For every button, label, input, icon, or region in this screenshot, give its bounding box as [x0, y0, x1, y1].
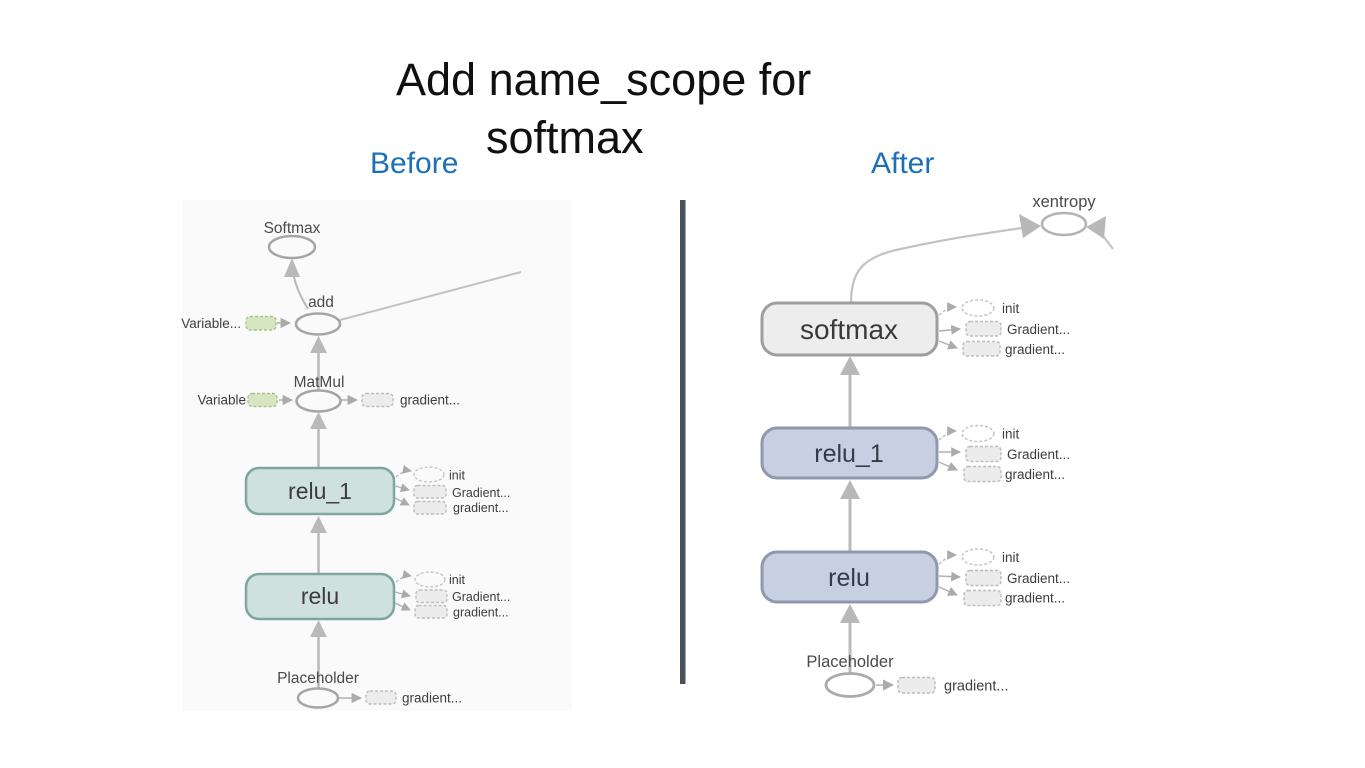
before-relu-label: relu	[301, 583, 339, 609]
before-relu-node	[244, 572, 396, 621]
after-relu1-gradient-node	[963, 465, 1002, 483]
after-relu1-gradient-label: gradient...	[1005, 467, 1065, 482]
after-relu-gradient-node	[963, 589, 1002, 607]
before-relu-gradient-label: gradient...	[453, 606, 509, 620]
before-softmax-label: Softmax	[264, 220, 321, 237]
before-matmul-label: MatMul	[294, 374, 345, 391]
after-placeholder-ellipse	[824, 672, 876, 698]
edge-relu-gradient	[394, 602, 411, 611]
before-panel-background	[183, 200, 572, 711]
arrowhead-relu-to-relu1	[840, 480, 860, 499]
after-relu1-label: relu_1	[814, 440, 884, 468]
after-relu1-gradientcap-label: Gradient...	[1007, 447, 1070, 462]
after-relu-gradientcap-label: Gradient...	[1007, 571, 1070, 586]
before-variable1-node	[245, 315, 277, 331]
before-relu1-init-ellipse	[413, 466, 445, 483]
arrowhead-matmul-to-add	[310, 336, 327, 353]
edge-relu1-gradient	[938, 461, 958, 471]
arrowhead-relu1-to-softmax	[840, 356, 860, 375]
before-relu-gradient-node	[414, 604, 448, 619]
after-relu1-node	[760, 426, 939, 480]
after-relu-label: relu	[828, 564, 870, 592]
edge-add-to-offscreen	[339, 271, 522, 321]
before-relu1-label: relu_1	[288, 478, 352, 504]
after-softmax-gradientcap-label: Gradient...	[1007, 322, 1070, 337]
slide-title-line2: softmax	[486, 112, 644, 163]
before-relu1-init-label: init	[449, 469, 466, 483]
after-relu1-init-label: init	[1002, 427, 1020, 442]
before-graph: Softmax add Variable... MatMul Variable …	[181, 200, 572, 711]
after-relu-init-ellipse	[961, 548, 995, 566]
slide-title-line1: Add name_scope for	[396, 54, 812, 105]
after-xentropy-label: xentropy	[1032, 193, 1096, 211]
edge-softmax-gradient	[938, 340, 958, 350]
before-placeholder-label: Placeholder	[277, 670, 359, 687]
before-relu1-gradientcap-label: Gradient...	[452, 486, 510, 500]
after-relu1-init-ellipse	[961, 424, 995, 443]
after-relu-node	[760, 550, 939, 604]
before-relu1-gradient-label: gradient...	[453, 501, 509, 515]
edge-relu-gradient	[938, 586, 958, 596]
before-relu-init-label: init	[449, 573, 466, 587]
before-placeholder-gradient-node	[365, 690, 397, 705]
arrowhead-placeholder-to-relu	[310, 620, 327, 637]
before-relu1-node	[244, 466, 396, 516]
before-matmul-ellipse	[295, 389, 342, 413]
before-placeholder-ellipse	[296, 687, 340, 709]
arrowhead-right-to-xentropy	[1086, 216, 1106, 239]
before-add-label: add	[308, 294, 334, 311]
divider-bar	[680, 200, 686, 684]
before-variable2-label: Variable	[197, 393, 246, 408]
after-relu-gradient-label: gradient...	[1005, 591, 1065, 606]
before-matmul-gradient-label: gradient...	[400, 393, 460, 408]
edge-relu-init	[938, 550, 957, 565]
after-softmax-gradient-label: gradient...	[1005, 342, 1065, 357]
edge-relu1-gradient	[394, 497, 410, 506]
arrowhead-relu1-to-matmul	[310, 412, 327, 429]
before-variable1-label: Variable...	[181, 316, 241, 331]
after-relu1-gradientcap-node	[965, 445, 1002, 463]
edge-relu-gradientcap	[938, 571, 961, 582]
edge-relu1-init	[938, 426, 957, 441]
arrowhead-softmax-to-xentropy	[1019, 214, 1041, 238]
before-relu-gradientcap-label: Gradient...	[452, 590, 510, 604]
after-graph: xentropy softmax init Gradient... gradie…	[760, 193, 1114, 698]
edge-relu1-gradientcap	[394, 483, 410, 493]
before-relu-init-ellipse	[414, 571, 446, 588]
edge-relu-gradientcap	[394, 589, 411, 599]
edge-relu-init	[395, 569, 412, 583]
after-softmax-init-ellipse	[961, 299, 995, 317]
after-relu-gradientcap-node	[965, 569, 1002, 587]
edge-relu1-init	[395, 464, 412, 478]
after-softmax-gradientcap-node	[965, 320, 1002, 337]
before-placeholder-gradient-label: gradient...	[402, 691, 462, 706]
after-softmax-node	[760, 301, 939, 357]
arrowhead-add-to-softmax	[284, 258, 300, 277]
after-softmax-gradient-node	[962, 340, 1001, 357]
before-add-ellipse	[294, 312, 342, 336]
before-relu-gradientcap-node	[415, 589, 448, 604]
edge-softmax-init	[938, 302, 957, 316]
edge-softmax-to-xentropy	[849, 226, 1023, 304]
before-relu1-gradient-node	[413, 500, 447, 515]
after-placeholder-gradient-label: gradient...	[944, 679, 1009, 695]
after-placeholder-label: Placeholder	[806, 653, 894, 671]
edge-softmax-gradientcap	[938, 324, 961, 335]
after-label: After	[871, 147, 935, 180]
before-matmul-gradient-node	[361, 392, 394, 408]
after-relu-init-label: init	[1002, 550, 1020, 565]
arrowhead-relu-to-relu1	[310, 516, 327, 533]
after-softmax-label: softmax	[800, 314, 898, 345]
before-variable2-node	[247, 392, 278, 408]
before-label: Before	[370, 147, 459, 180]
after-softmax-init-label: init	[1002, 301, 1020, 316]
before-softmax-ellipse	[267, 234, 317, 260]
after-xentropy-ellipse	[1040, 211, 1088, 237]
arrowhead-placeholder-to-relu	[840, 604, 860, 623]
before-relu1-gradientcap-node	[413, 484, 447, 499]
after-placeholder-gradient-node	[897, 676, 936, 694]
